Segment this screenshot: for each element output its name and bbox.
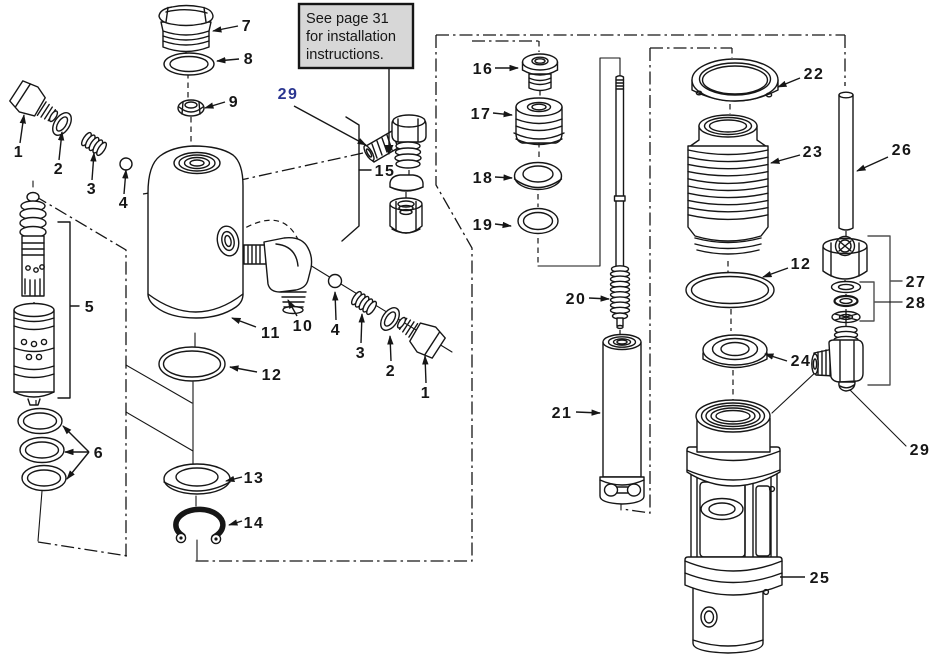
gland-ring-13 xyxy=(163,463,231,495)
cap-o-ring-8 xyxy=(163,52,215,76)
tube-nut-15 xyxy=(389,197,423,234)
callout-2-upper: 2 xyxy=(54,161,64,178)
callout-18: 18 xyxy=(473,170,494,187)
bracket-5 xyxy=(57,221,80,399)
note-box: See page 31 for installation instruction… xyxy=(297,2,415,155)
callout-labels: 1 2 3 4 7 8 9 29 15 5 6 10 11 12 4 3 2 1… xyxy=(14,18,931,587)
callout-6: 6 xyxy=(94,445,104,462)
o-ring-19 xyxy=(517,207,559,235)
callout-28: 28 xyxy=(906,295,927,312)
priming-plug-1-upper xyxy=(9,80,59,123)
bracket-28 xyxy=(859,281,903,322)
retaining-ring-14 xyxy=(173,506,226,545)
callout-3-upper: 3 xyxy=(87,181,97,198)
priming-plug-1-mid xyxy=(396,316,446,359)
spring-3-upper xyxy=(80,131,108,157)
ball-4-upper xyxy=(119,157,133,171)
callout-4-mid: 4 xyxy=(331,322,341,339)
cylinder-tube-21 xyxy=(599,333,645,505)
phantom-frame-lines xyxy=(34,34,846,562)
retaining-collar-22 xyxy=(691,58,779,102)
callout-20: 20 xyxy=(566,291,587,308)
note-line-1: See page 31 xyxy=(306,11,389,27)
callout-29-top: 29 xyxy=(278,86,299,103)
cylinder-cap-7 xyxy=(158,4,214,53)
callout-5: 5 xyxy=(85,299,95,316)
valve-housing-11 xyxy=(147,145,244,319)
callout-2-mid: 2 xyxy=(386,363,396,380)
piston-spring-20 xyxy=(609,265,631,330)
bracket-27 xyxy=(867,235,903,386)
callout-14: 14 xyxy=(244,515,265,532)
callout-12-right: 12 xyxy=(791,256,812,273)
siphon-tube-26 xyxy=(838,91,854,231)
callout-27: 27 xyxy=(906,274,927,291)
ball-4-mid xyxy=(327,273,343,289)
packing-nut-16 xyxy=(521,53,559,92)
throat-gland-24 xyxy=(702,334,768,369)
callout-12-left: 12 xyxy=(262,367,283,384)
packing-stack-17 xyxy=(513,97,565,146)
callout-16: 16 xyxy=(473,61,494,78)
callout-3-mid: 3 xyxy=(356,345,366,362)
callout-8: 8 xyxy=(244,51,254,68)
callout-29-bottom: 29 xyxy=(910,442,931,459)
spring-3-mid xyxy=(350,290,378,316)
callout-1-mid: 1 xyxy=(421,385,431,402)
callout-23: 23 xyxy=(803,144,824,161)
washer-2-mid xyxy=(380,307,400,331)
callout-7: 7 xyxy=(242,18,252,35)
bracket-15 xyxy=(341,116,372,242)
callout-1-upper: 1 xyxy=(14,144,24,161)
leader-lines xyxy=(19,25,889,578)
gland-washer-18 xyxy=(513,161,563,191)
pump-body-25 xyxy=(684,399,783,654)
elbow-fitting-29-bottom xyxy=(811,325,864,392)
o-ring-12-right xyxy=(685,271,775,309)
note-line-3: instructions. xyxy=(306,47,384,63)
callout-10: 10 xyxy=(293,318,314,335)
callout-17: 17 xyxy=(471,106,492,123)
swivel-nut-27 xyxy=(822,235,868,280)
ferrule-15 xyxy=(389,174,424,192)
callout-11: 11 xyxy=(261,325,281,342)
washer-2-upper xyxy=(52,112,72,136)
jam-nut-9 xyxy=(177,99,205,117)
washer-set-28 xyxy=(830,280,862,324)
note-arrow xyxy=(384,145,394,155)
callout-9: 9 xyxy=(229,94,239,111)
callout-13: 13 xyxy=(244,470,265,487)
callout-22: 22 xyxy=(804,66,825,83)
callout-26: 26 xyxy=(892,142,913,159)
elbow-fitting-29-top xyxy=(363,114,427,169)
elbow-fitting-10 xyxy=(243,237,313,315)
valve-cartridge-5 xyxy=(13,191,55,406)
threaded-sleeve-23 xyxy=(687,114,769,255)
callout-25: 25 xyxy=(810,570,831,587)
o-ring-set-6 xyxy=(17,407,67,492)
callout-19: 19 xyxy=(473,217,494,234)
callout-4-upper: 4 xyxy=(119,195,129,212)
callout-15: 15 xyxy=(375,163,396,180)
callout-24: 24 xyxy=(791,353,812,370)
o-ring-12-left xyxy=(158,346,226,382)
callout-21: 21 xyxy=(552,405,573,422)
piston-rod xyxy=(613,75,626,269)
note-line-2: for installation xyxy=(306,29,396,45)
